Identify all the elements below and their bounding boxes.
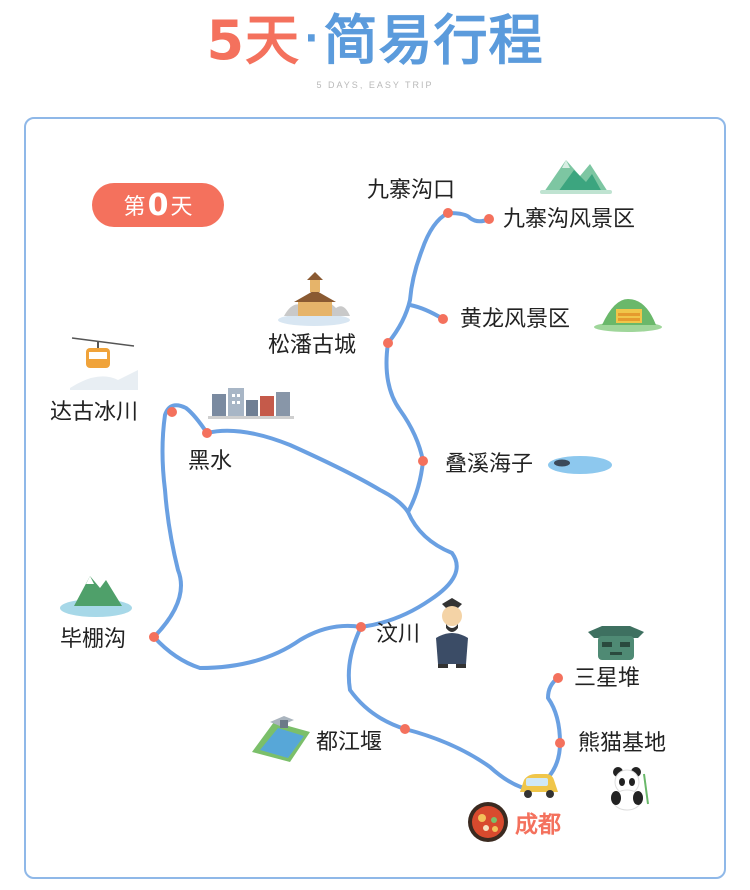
route-huanglong-branch — [408, 303, 445, 321]
label-bipenggou[interactable]: 毕棚沟 — [60, 627, 127, 652]
lake-icon — [548, 456, 612, 474]
marker-jiuzhaigou-scenic[interactable] — [484, 214, 494, 224]
map-frame — [24, 117, 726, 879]
route-bipeng-wenchuan — [152, 623, 363, 670]
title-accent: 5天 — [206, 9, 301, 72]
day-badge-suffix: 天 — [170, 195, 193, 220]
header: 5天·简易行程 5 DAYS, EASY TRIP — [0, 0, 750, 110]
label-huanglong[interactable]: 黄龙风景区 — [460, 307, 571, 332]
label-songpan[interactable]: 松潘古城 — [268, 333, 357, 358]
label-jiuzhaigou-kou[interactable]: 九寨沟口 — [367, 178, 456, 203]
page-title: 5天·简易行程 — [0, 2, 750, 77]
terraced-pools-icon — [594, 299, 662, 332]
cable-car-icon — [70, 337, 138, 390]
route-heishui-loop — [205, 428, 410, 514]
mountain-icon — [540, 160, 612, 194]
hotpot-icon — [468, 802, 508, 842]
route-chengdu-panda — [530, 676, 562, 792]
page-subtitle: 5 DAYS, EASY TRIP — [316, 80, 434, 90]
day-badge-prefix: 第 — [123, 195, 146, 220]
label-jiuzhaigou-scenic[interactable]: 九寨沟风景区 — [503, 207, 636, 232]
marker-songpan[interactable] — [383, 338, 393, 348]
town-buildings-icon — [208, 388, 294, 419]
route-songpan-wenchuan — [346, 341, 534, 792]
label-diexi[interactable]: 叠溪海子 — [445, 452, 534, 477]
title-dot: · — [304, 16, 320, 60]
markers — [149, 208, 565, 748]
label-dagu[interactable]: 达古冰川 — [50, 400, 139, 425]
car-icon — [520, 774, 558, 798]
marker-dagu[interactable] — [167, 407, 177, 417]
route-kou-songpan — [386, 211, 450, 345]
dam-icon — [252, 716, 310, 762]
marker-huanglong[interactable] — [438, 314, 448, 324]
marker-sanxingdui[interactable] — [553, 673, 563, 683]
marker-bipenggou[interactable] — [149, 632, 159, 642]
label-wenchuan[interactable]: 汶川 — [376, 622, 421, 647]
pagoda-city-icon — [278, 272, 350, 326]
panda-icon — [611, 767, 649, 811]
marker-jiuzhaigou-kou[interactable] — [443, 208, 453, 218]
island-mountain-icon — [60, 576, 132, 617]
scholar-figure-icon — [436, 598, 468, 668]
marker-dujiangyan[interactable] — [400, 724, 410, 734]
bronze-mask-icon — [588, 626, 644, 660]
route-lines — [152, 211, 562, 792]
marker-heishui[interactable] — [202, 428, 212, 438]
label-dujiangyan[interactable]: 都江堰 — [316, 730, 383, 755]
label-panda[interactable]: 熊猫基地 — [578, 731, 667, 756]
marker-diexi[interactable] — [418, 456, 428, 466]
route-dagu-heishui — [152, 403, 209, 639]
route-kou-scenic — [446, 211, 491, 224]
marker-wenchuan[interactable] — [356, 622, 366, 632]
title-main: 简易行程 — [323, 9, 544, 72]
label-sanxingdui[interactable]: 三星堆 — [574, 666, 641, 691]
label-heishui[interactable]: 黑水 — [188, 449, 233, 474]
label-chengdu[interactable]: 成都 — [515, 812, 561, 838]
marker-panda[interactable] — [555, 738, 565, 748]
day-badge-number: 0 — [147, 187, 169, 223]
